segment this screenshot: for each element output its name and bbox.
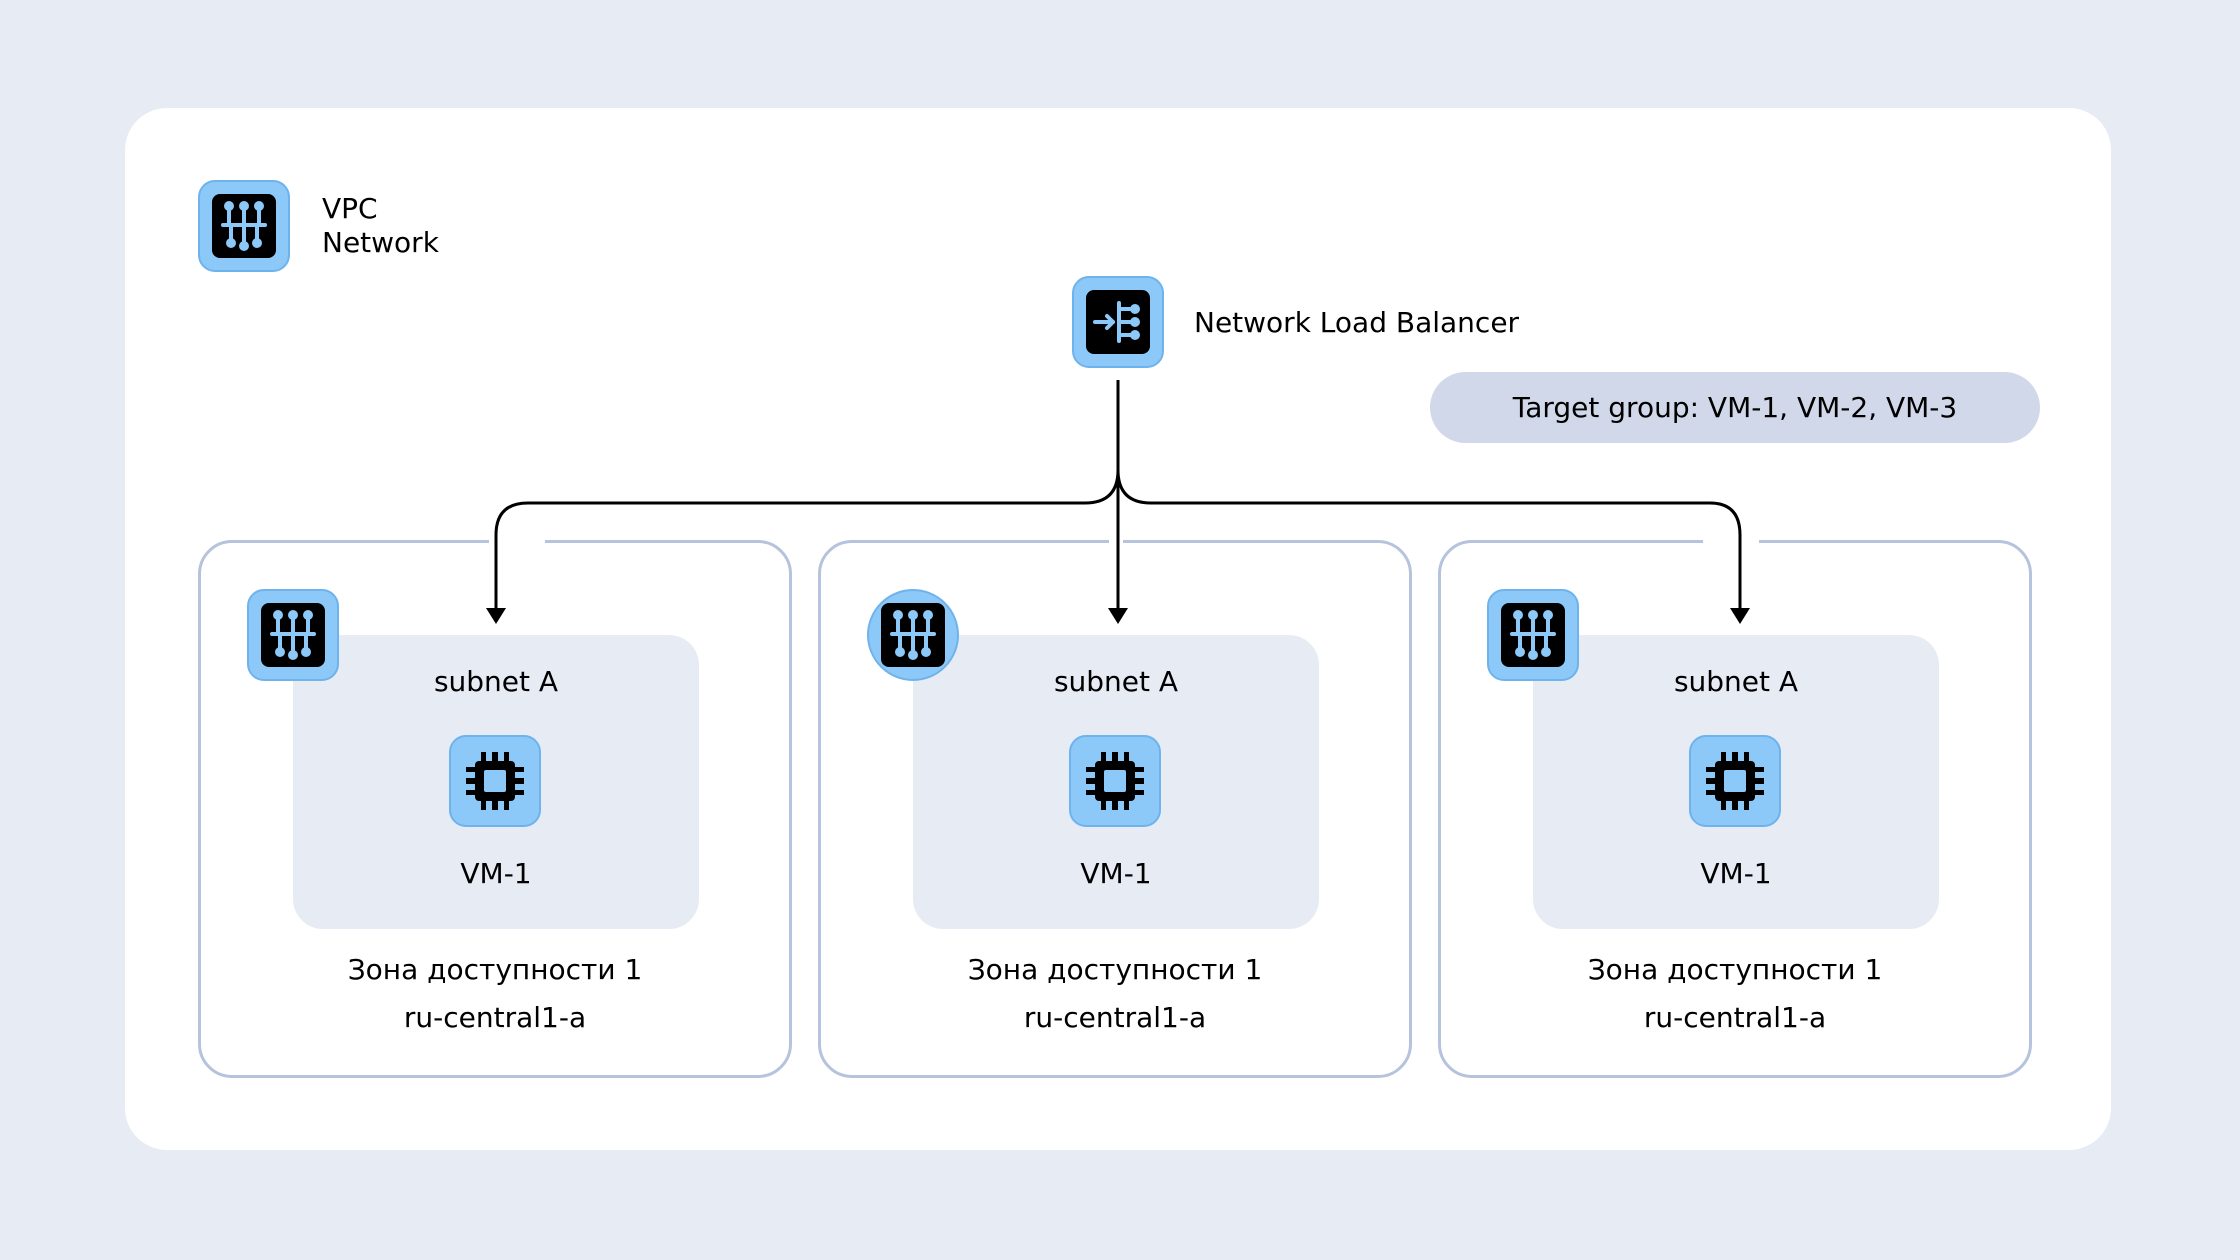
cpu-chip-icon: [1689, 735, 1781, 827]
subnet-label: subnet A: [433, 665, 559, 698]
subnet-label: subnet A: [1053, 665, 1179, 698]
vm-label: VM-1: [1080, 857, 1152, 890]
cpu-chip-icon: [1069, 735, 1161, 827]
vm-label: VM-1: [460, 857, 532, 890]
vm-label: VM-1: [1700, 857, 1772, 890]
availability-zone-3: subnet A VM-1 Зона доступности 1 ru-cent…: [1438, 539, 2032, 1078]
cpu-chip-icon: [449, 735, 541, 827]
zone-name: Зона доступности 1: [1587, 953, 1883, 986]
subnet-label: subnet A: [1673, 665, 1799, 698]
vpc-network-label: VPC Network: [322, 192, 439, 260]
network-icon: [247, 589, 339, 681]
vpc-label-line1: VPC: [322, 192, 378, 225]
vpc-label-line2: Network: [322, 226, 439, 259]
zone-region: ru-central1-a: [1643, 1001, 1827, 1034]
zone-region: ru-central1-a: [1023, 1001, 1207, 1034]
network-icon: [198, 180, 290, 272]
subnet-box: subnet A VM-1: [1533, 635, 1939, 929]
zone-name: Зона доступности 1: [967, 953, 1263, 986]
target-group-label: Target group: VM-1, VM-2, VM-3: [1512, 391, 1958, 424]
availability-zone-1: subnet A VM-1 Зона доступности 1 ru-cent…: [198, 539, 792, 1078]
subnet-box: subnet A VM-1: [913, 635, 1319, 929]
network-icon: [867, 589, 959, 681]
load-balancer-icon: [1072, 276, 1164, 368]
zone-name: Зона доступности 1: [347, 953, 643, 986]
load-balancer-label: Network Load Balancer: [1194, 306, 1520, 339]
network-icon: [1487, 589, 1579, 681]
subnet-box: subnet A VM-1: [293, 635, 699, 929]
target-group-badge: Target group: VM-1, VM-2, VM-3: [1430, 372, 2040, 443]
zone-region: ru-central1-a: [403, 1001, 587, 1034]
availability-zone-2: subnet A VM-1 Зона доступности 1 ru-cent…: [818, 539, 1412, 1078]
